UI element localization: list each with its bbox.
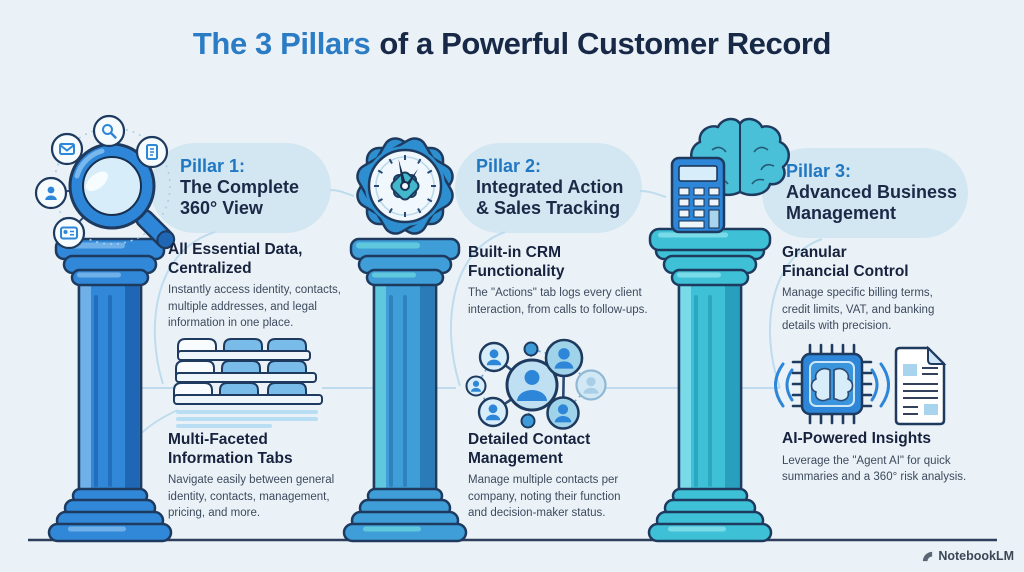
pillar-1-column [47,237,173,543]
pillar-1-badge: Pillar 1: The Complete 360° View [150,143,331,233]
pillar-1-section-1: All Essential Data, Centralized Instantl… [168,241,368,331]
document-page-icon [894,345,947,426]
pillar-1-badge-title: The Complete 360° View [180,177,300,219]
section-heading: Built-in CRM Functionality [468,244,565,280]
notebooklm-logo-icon [923,551,933,561]
person-node [544,338,584,378]
section-body: Instantly access identity, contacts, mul… [168,284,342,329]
pillar-2-section-2: Detailed Contact Management Manage multi… [468,431,674,521]
pillar-3-badge: Pillar 3: Advanced Business Management [762,148,968,238]
pillar-3-section-1: Granular Financial Control Manage specif… [782,244,984,334]
pillar-2-badge-label: Pillar 2: [476,156,542,176]
person-node [465,375,487,397]
pillar-2-badge-title: Integrated Action & Sales Tracking [476,177,624,219]
person-node [575,369,607,401]
pillar-3-badge-label: Pillar 3: [786,161,852,181]
pillar-2-badge: Pillar 2: Integrated Action & Sales Trac… [455,143,642,233]
section-heading: AI-Powered Insights [782,430,931,447]
section-body: Manage multiple contacts per company, no… [468,474,621,519]
page-title-rest: of a Powerful Customer Record [379,26,832,61]
page-title-highlight: The 3 Pillars [192,26,371,61]
pillar-1-badge-label: Pillar 1: [180,156,246,176]
mail-icon [50,132,84,166]
section-heading: Granular Financial Control [782,244,909,280]
pillar-2-section-1: Built-in CRM Functionality The "Actions"… [468,244,674,318]
section-body: Manage specific billing terms, credit li… [782,287,935,332]
ai-chip-document-icon [774,343,947,426]
person-icon [34,176,68,210]
pillar-1-section-2: Multi-Faceted Information Tabs Navigate … [168,431,368,521]
section-body: Leverage the "Agent AI" for quick summar… [782,454,967,483]
ai-chip-icon [791,343,873,425]
contact-network-icon [465,338,607,430]
person-node [478,341,510,373]
notebooklm-watermark: NotebookLM [921,549,1014,563]
signal-waves-left-icon [774,362,794,408]
section-heading: Detailed Contact Management [468,431,591,467]
search-icon [92,114,126,148]
calculator-icon [670,156,726,234]
folder-tabs-icon [173,338,323,428]
person-node [477,396,509,428]
section-heading: All Essential Data, Centralized [168,241,303,277]
watermark-label: NotebookLM [938,549,1014,563]
section-body: Navigate easily between general identity… [168,474,335,519]
section-heading: Multi-Faceted Information Tabs [168,431,293,467]
signal-waves-right-icon [870,362,890,408]
section-body: The "Actions" tab logs every client inte… [468,287,648,316]
gear-clock-icon [356,137,454,235]
pillar-3-badge-title: Advanced Business Management [786,182,958,224]
id-card-icon [52,216,86,250]
pillar-3-section-2: AI-Powered Insights Leverage the "Agent … [782,430,994,485]
person-node [546,396,580,430]
